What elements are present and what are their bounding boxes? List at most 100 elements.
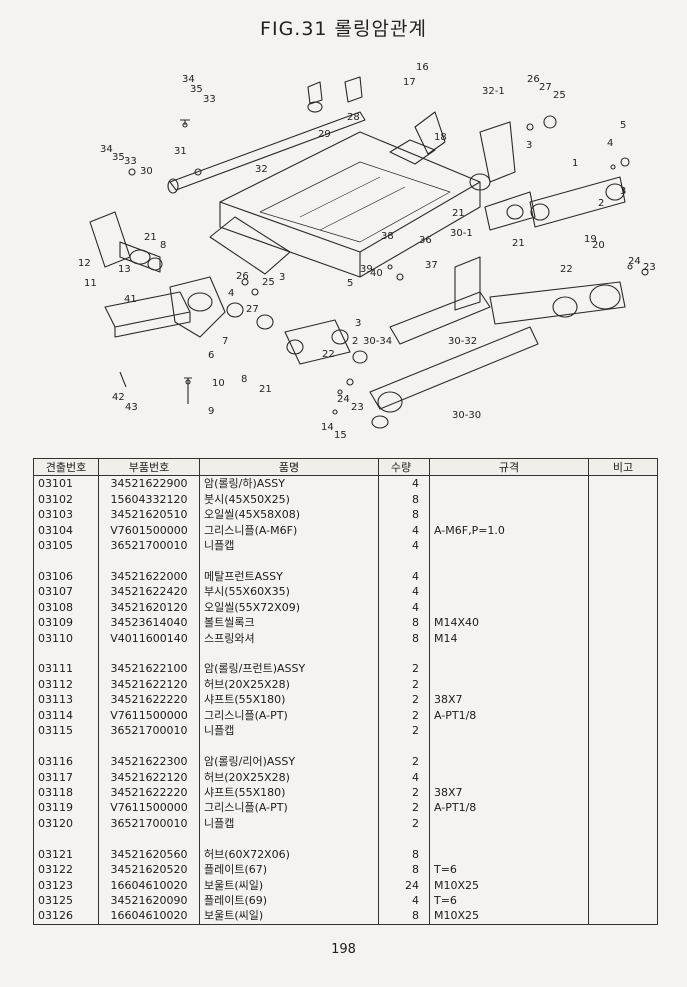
cell-callout-no: 03120 [33,815,99,832]
cell-callout-no: 03101 [33,475,99,492]
callout-label: 29 [318,129,331,140]
cell-remarks [588,692,658,708]
arm-link-22 [284,319,351,365]
cell-quantity: 8 [378,846,430,862]
callout-label: 41 [124,294,137,305]
cell-spec: 38X7 [429,784,589,801]
cell-part-name: 붓시(45X50X25) [199,491,379,507]
cell-part-name: 플레이트(67) [199,861,379,878]
callout-label: 42 [112,392,125,403]
right-arm [529,176,626,228]
cell-spec [429,491,589,507]
callout-label: 28 [347,112,360,123]
cell-spec [429,568,589,585]
callout-label: 23 [643,262,656,273]
cell-part-number: 34521622420 [98,584,200,600]
cell-callout-no: 03109 [33,614,99,631]
cell-part-number: 34521622000 [98,568,200,585]
cell-quantity [378,553,430,569]
cell-part-number: 36521700010 [98,537,200,554]
arm-30-32 [389,291,491,345]
cell-spec: 38X7 [429,692,589,708]
callout-label: 11 [84,278,97,289]
cell-spec: M14X40 [429,614,589,631]
cell-part-name: 암(롤링/하)ASSY [199,475,379,492]
cell-spec [429,506,589,523]
cell-callout-no: 03115 [33,723,99,739]
cell-part-number: 34521620560 [98,846,200,862]
cell-part-name [199,831,379,847]
arm-18 [479,121,516,183]
cell-remarks [588,475,658,492]
cell-callout-no: 03103 [33,506,99,523]
cell-spec [429,537,589,554]
cell-quantity: 2 [378,692,430,708]
cell-callout-no: 03111 [33,661,99,677]
callout-label: 31 [174,146,187,157]
table-spacer-row [33,831,658,847]
callout-label: 21 [452,208,465,219]
callout-label: 5 [347,278,353,289]
callout-label: 5 [620,120,626,131]
cell-callout-no: 03122 [33,861,99,878]
table-header-row: 견출번호 부품번호 품명 수량 규격 비고 [33,458,658,476]
callout-label: 26 [527,74,540,85]
cell-quantity [378,738,430,754]
cell-callout-no: 03119 [33,800,99,816]
callout-label: 22 [322,349,335,360]
callout-label: 27 [246,304,259,315]
cell-remarks [588,537,658,554]
cell-part-name: 스프링와셔 [199,630,379,646]
cell-part-number: 36521700010 [98,815,200,832]
cell-callout-no: 03102 [33,491,99,507]
rolling-arm-assembly-drawing: 34 35 33 32 16 17 32-1 26 27 25 28 18 29… [78,62,656,441]
cell-callout-no: 03105 [33,537,99,554]
callout-label: 15 [334,430,347,441]
callout-label: 24 [337,394,350,405]
cell-part-name: 오일씰(55X72X09) [199,599,379,615]
cell-remarks [588,522,658,538]
cell-remarks [588,599,658,615]
cell-callout-no: 03125 [33,892,99,909]
cell-remarks [588,815,658,832]
cell-quantity: 2 [378,707,430,723]
cell-part-number: V7611500000 [98,707,200,723]
callout-label: 13 [118,264,131,275]
callout-label: 32-1 [482,86,505,97]
cell-part-number: 36521700010 [98,723,200,739]
callout-label: 1 [572,158,578,169]
callout-label: 23 [351,402,364,413]
cell-part-name: 보울트(씨일) [199,908,379,925]
cell-spec [429,738,589,754]
cell-quantity: 4 [378,892,430,909]
cell-callout-no: 03121 [33,846,99,862]
callout-label: 24 [628,256,641,267]
cell-quantity: 24 [378,877,430,893]
cell-part-name: 그리스니플(A-M6F) [199,522,379,538]
callout-label: 3 [526,140,532,151]
cell-callout-no: 03117 [33,769,99,785]
callout-label: 20 [592,240,605,251]
cell-spec: M10X25 [429,908,589,925]
cell-part-number: 34521622220 [98,692,200,708]
callout-label: 2 [352,336,358,347]
cell-spec [429,846,589,862]
callout-label: 8 [241,374,247,385]
cell-remarks [588,784,658,801]
shaft-32 [169,111,366,191]
cell-quantity: 2 [378,815,430,832]
rear-beam [489,281,626,325]
cell-remarks [588,553,658,569]
